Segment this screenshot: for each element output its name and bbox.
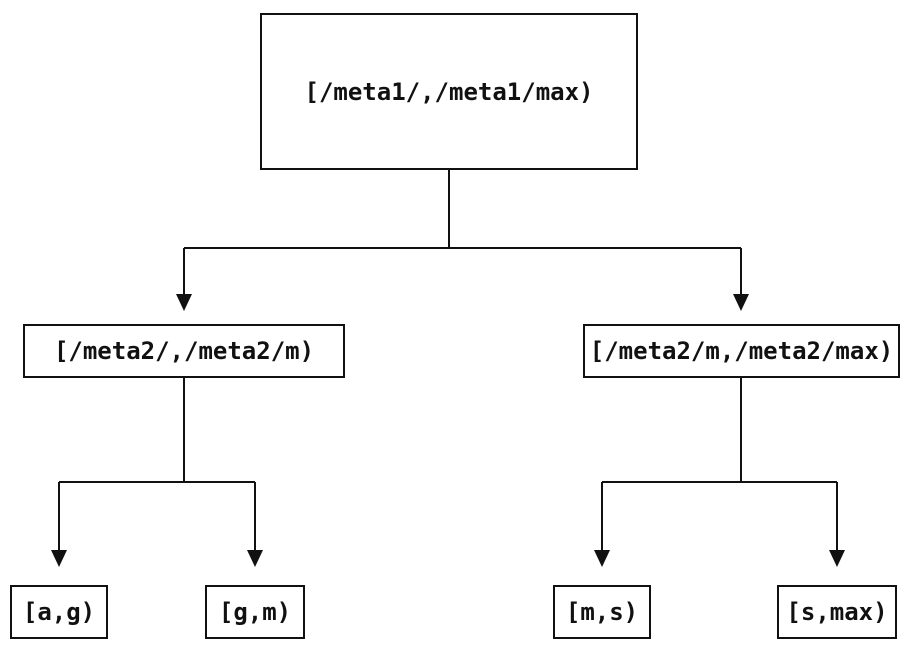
node-meta2-right: [/meta2/m,/meta2/max) — [583, 324, 900, 378]
node-leaf-a-g: [a,g) — [10, 585, 108, 639]
node-meta2-right-label: [/meta2/m,/meta2/max) — [589, 337, 894, 365]
node-meta2-left-label: [/meta2/,/meta2/m) — [53, 337, 315, 365]
node-leaf-g-m-label: [g,m) — [218, 598, 292, 626]
node-root: [/meta1/,/meta1/max) — [260, 13, 638, 170]
node-leaf-s-max-label: [s,max) — [786, 598, 888, 626]
arrow-head-leaf-m-s — [594, 550, 610, 567]
node-root-label: [/meta1/,/meta1/max) — [304, 77, 594, 106]
node-leaf-s-max: [s,max) — [777, 585, 897, 639]
node-meta2-left: [/meta2/,/meta2/m) — [23, 324, 345, 378]
node-leaf-a-g-label: [a,g) — [22, 598, 96, 626]
node-leaf-m-s-label: [m,s) — [565, 598, 639, 626]
arrow-head-meta2-right — [733, 294, 749, 311]
arrow-head-leaf-s-max — [829, 550, 845, 567]
node-leaf-g-m: [g,m) — [205, 585, 305, 639]
arrow-head-meta2-left — [176, 294, 192, 311]
arrow-head-leaf-a-g — [51, 550, 67, 567]
node-leaf-m-s: [m,s) — [553, 585, 651, 639]
arrow-head-leaf-g-m — [247, 550, 263, 567]
